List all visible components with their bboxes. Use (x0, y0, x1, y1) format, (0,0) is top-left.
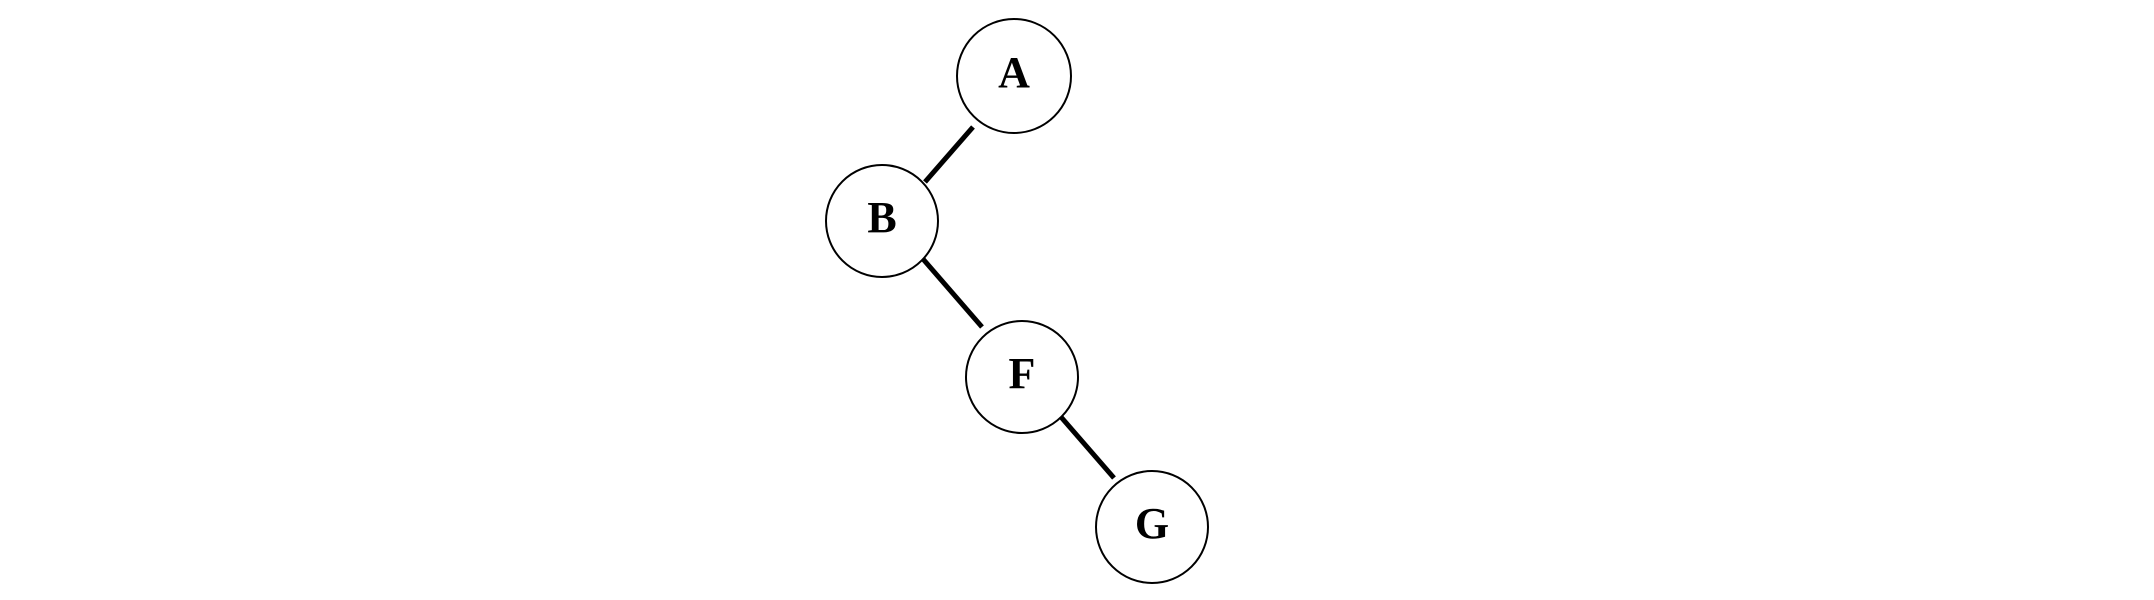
node-circle-b[interactable] (825, 164, 939, 278)
graph-node-f[interactable]: F (965, 320, 1079, 434)
graph-node-b[interactable]: B (825, 164, 939, 278)
nodes-layer: A B F G (825, 18, 1209, 584)
node-label-b: B (867, 193, 896, 242)
graph-node-a[interactable]: A (956, 18, 1072, 134)
graph-edge-b-f (921, 257, 984, 329)
node-circle-a[interactable] (956, 18, 1072, 134)
graph-edge-f-g (1059, 415, 1116, 480)
graph-edge-a-b (923, 125, 975, 184)
node-circle-g[interactable] (1095, 470, 1209, 584)
edges-layer (921, 125, 1116, 480)
node-label-a: A (998, 48, 1030, 97)
node-circle-f[interactable] (965, 320, 1079, 434)
node-label-g: G (1135, 499, 1169, 548)
node-label-f: F (1009, 349, 1036, 398)
graph-node-g[interactable]: G (1095, 470, 1209, 584)
